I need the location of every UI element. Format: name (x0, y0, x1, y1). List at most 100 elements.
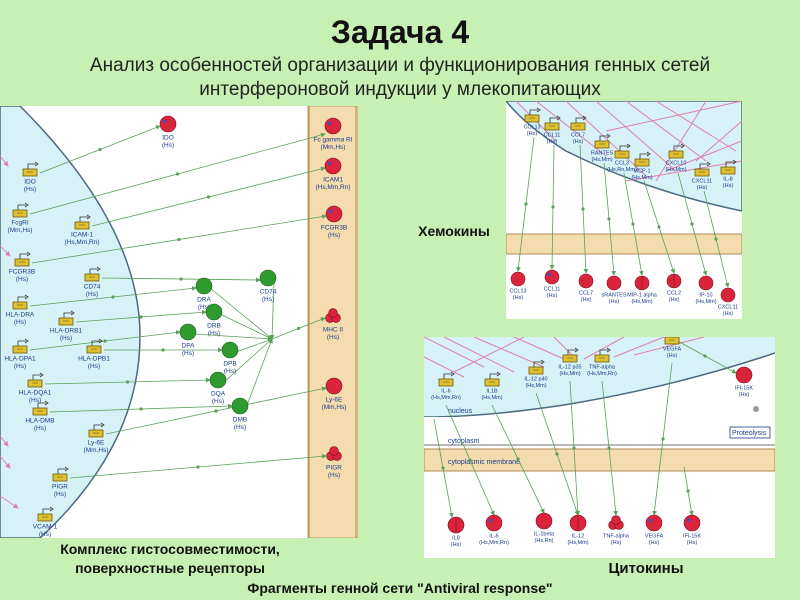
protein-node[interactable]: DQA(Hs) (209, 371, 227, 405)
protein-node[interactable]: CCL7(Hs) (578, 273, 594, 303)
protein-node[interactable]: CXCL11(Hs) (718, 287, 738, 317)
gene-node[interactable]: FcgRI(Mm,Hs) (8, 202, 33, 234)
gene-node[interactable]: IL-12 p40(Hs,Mm) (524, 359, 548, 389)
protein-node[interactable]: Fc gamma RI(Mm,Hs) (313, 117, 353, 151)
node-name-label: IL-1beta (534, 532, 555, 538)
gene-node[interactable]: CCL3(Hs,Rn,Mm) (607, 143, 637, 173)
protein-node[interactable]: DRB(Hs) (205, 303, 223, 337)
promoter-arrow-icon (619, 145, 628, 151)
node-name-label: DQA (211, 391, 226, 398)
node-name-label: IFI-15K (735, 386, 753, 392)
protein-node[interactable]: FCGR3B(Hs) (321, 205, 347, 239)
protein-node[interactable]: CD74(Hs) (260, 269, 277, 303)
gene-node[interactable]: IL-8(Hs) (720, 159, 737, 189)
gene-node[interactable]: Ly-6E(Mm,Hs) (84, 422, 109, 454)
node-organism-label: (Hs) (162, 142, 174, 149)
gene-node[interactable]: HLA-DQA1(Hs) (19, 372, 52, 404)
protein-node[interactable]: IFI-15K(Hs) (735, 366, 753, 398)
protein-icon (578, 273, 594, 289)
gene-node[interactable]: HLA-DRA(Hs) (6, 294, 35, 326)
chemokines-network-panel: CCL13(Hs)CCL11(Hs)CCL7(Hs)RANTES(Hs,Mm)C… (506, 101, 742, 319)
node-name-label: HLA-DRB1 (50, 328, 83, 335)
gene-node[interactable]: CCL13(Hs) (523, 107, 541, 137)
gene-node[interactable]: IL1B(Hs,Mm) (481, 371, 503, 401)
protein-node[interactable]: IL8(Hs) (447, 516, 465, 548)
node-name-label: IDO (162, 135, 174, 142)
gene-node[interactable]: TNF-alpha(Hs,Mm,Rn) (587, 347, 617, 377)
gene-node[interactable]: FCGR3B(Hs) (9, 251, 35, 283)
gene-node[interactable]: PIGR(Hs) (52, 466, 69, 498)
protein-icon (544, 269, 560, 285)
gene-node[interactable]: ICAM-1(Hs,Mm,Rn) (64, 214, 100, 246)
protein-node[interactable]: MIP-1 alpha(Hs,Mm) (627, 275, 658, 305)
protein-node[interactable]: IFI-15K(Hs) (683, 514, 701, 546)
node-organism-label: (Hs) (611, 540, 622, 546)
protein-node[interactable]: ICAM1(Hs,Mm,Rn) (315, 157, 351, 191)
protein-node[interactable]: IDO(Hs) (159, 115, 177, 149)
node-name-label: ICAM-1 (71, 232, 93, 239)
promoter-arrow-icon (63, 312, 72, 318)
gene-node[interactable]: RANTES(Hs,Mm) (591, 133, 614, 163)
protein-node[interactable]: IL-12(Hs,Mm) (567, 514, 589, 546)
node-name-label: FCGR3B (321, 225, 347, 232)
promoter-arrow-icon (725, 161, 734, 167)
promoter-arrow-icon (529, 109, 538, 115)
node-organism-label: (Hs) (60, 335, 72, 342)
gene-node[interactable]: MCP-1(Hs,Mm) (631, 151, 653, 181)
gene-node[interactable]: IL-12 p35(Hs,Mm) (558, 347, 582, 377)
protein-node[interactable]: IP-10(Hs,Mm) (695, 275, 717, 305)
node-organism-label: (Hs) (88, 363, 100, 370)
node-organism-label: (Mm,Hs) (322, 404, 347, 411)
gene-node[interactable]: HLA-DRB1(Hs) (50, 310, 83, 342)
gene-node[interactable]: IDO(Hs) (22, 161, 39, 193)
protein-node[interactable]: CCL11(Hs) (544, 269, 561, 299)
complex-caption-line1: Комплекс гистосовместимости, (60, 541, 280, 557)
gene-node[interactable]: VEGFA(Hs) (663, 337, 682, 359)
promoter-arrowhead-icon (556, 115, 561, 121)
node-organism-label: (Hs) (669, 297, 680, 303)
node-name-label: ICAM1 (323, 177, 343, 184)
gene-node[interactable]: VCAM-1(Hs) (33, 506, 58, 538)
protein-icon (510, 271, 526, 287)
node-name-label: HLA-DMB (25, 418, 54, 425)
protein-node[interactable]: IL-6(Hs,Mm,Rn) (479, 514, 509, 546)
gene-node[interactable]: HLA-DPB1(Hs) (78, 338, 110, 370)
cytoplasm-band (424, 417, 775, 447)
gene-box-icon (27, 379, 43, 388)
node-name-label: FCGR3B (9, 269, 35, 276)
protein-node[interactable]: DMB(Hs) (231, 397, 249, 431)
gene-node[interactable]: CD74(Hs) (84, 266, 101, 298)
protein-node[interactable]: Ly-6E(Mm,Hs) (322, 377, 347, 411)
node-name-label: CCL7 (571, 133, 585, 139)
gene-box-icon (37, 513, 53, 522)
protein-node[interactable]: CCL2(Hs) (666, 273, 682, 303)
node-organism-label: (Hs,Rn,Mm) (607, 167, 637, 173)
protein-node[interactable]: VEGFA(Hs) (645, 514, 664, 546)
protein-node[interactable]: DPA(Hs) (179, 323, 197, 357)
node-name-label: Ly-6E (326, 397, 343, 404)
gene-node[interactable]: HLA-DPA1(Hs) (4, 338, 36, 370)
node-name-label: IL-12 (572, 534, 585, 540)
gene-node[interactable]: CCL7(Hs) (570, 115, 587, 145)
node-organism-label: (Hs,Mm) (567, 540, 588, 546)
protein-node[interactable]: CCL13(Hs) (509, 271, 527, 301)
gene-node[interactable]: IL-6(Hs,Mm,Rn) (431, 371, 461, 401)
promoter-arrow-icon (17, 204, 26, 210)
node-organism-label: (Hs) (697, 185, 708, 191)
protein-icon (325, 205, 343, 223)
node-name-label: CCL13 (523, 125, 540, 131)
protein-node[interactable]: MHC II(Hs) (323, 308, 343, 341)
protein-node[interactable]: TNF-alpha(Hs) (603, 515, 630, 546)
gene-box-icon (52, 473, 68, 482)
gene-node[interactable]: HLA-DMB(Hs) (25, 400, 55, 432)
protein-node[interactable]: DRA(Hs) (195, 277, 213, 311)
promoter-arrow-icon (37, 402, 46, 408)
gene-node[interactable]: CXCL10(Hs,Mm) (665, 143, 687, 173)
protein-node[interactable]: DPB(Hs) (221, 341, 239, 375)
gene-node[interactable]: CCL11(Hs) (544, 115, 561, 145)
gene-node[interactable]: CXCL11(Hs) (692, 161, 712, 191)
protein-node[interactable]: PIGR(Hs) (326, 446, 342, 479)
node-organism-label: (Hs) (262, 296, 274, 303)
protein-node[interactable]: IL-1beta(Hs,Rn) (534, 512, 555, 544)
protein-node[interactable]: sRANTES(Hs) (601, 275, 627, 305)
